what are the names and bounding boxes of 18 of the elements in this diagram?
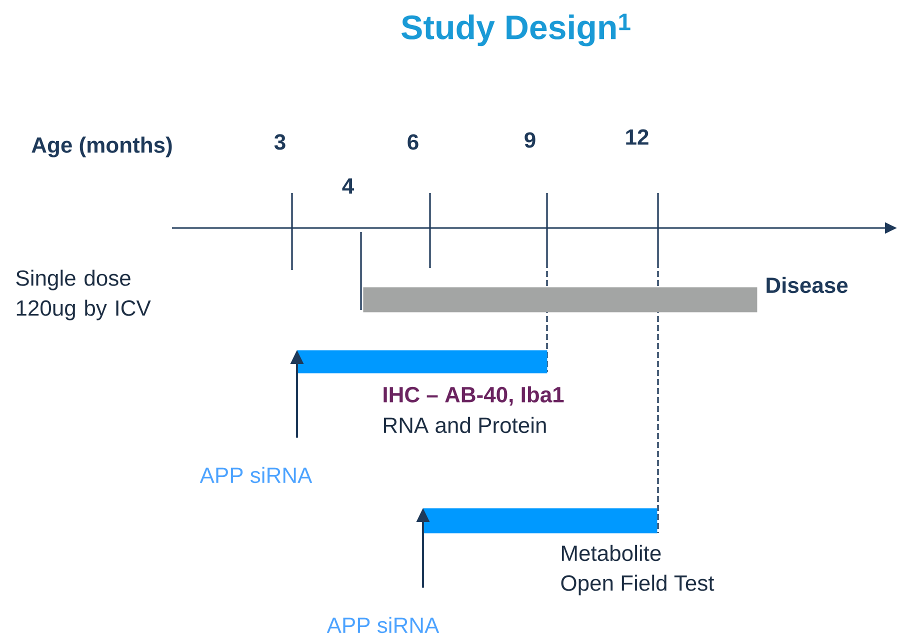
tick-label: 9 xyxy=(524,132,536,148)
drug-label: APP siRNA xyxy=(200,466,312,484)
bar-caption: Metabolite xyxy=(562,544,661,562)
drug-label: APP siRNA xyxy=(326,616,440,634)
dose-note: Single dose 120ug by ICV xyxy=(16,270,151,320)
title: Study Design$^{1}$ xyxy=(401,14,630,46)
bar-caption: IHC – AB-40, Iba1 xyxy=(384,386,564,406)
bar-caption: Disease xyxy=(766,276,848,294)
tick-label: 4 xyxy=(342,178,354,194)
timeline-bar xyxy=(297,350,548,374)
bar-caption: RNA and Protein xyxy=(384,416,546,434)
axis-title: Age (months) xyxy=(32,136,172,158)
bar-caption: Open Field Test xyxy=(561,574,714,596)
tick-label: 3 xyxy=(274,134,286,150)
tick-label: 6 xyxy=(408,134,418,150)
timeline-bar xyxy=(423,508,658,534)
timeline-bar xyxy=(363,287,758,312)
tick-label: 12 xyxy=(626,129,648,145)
